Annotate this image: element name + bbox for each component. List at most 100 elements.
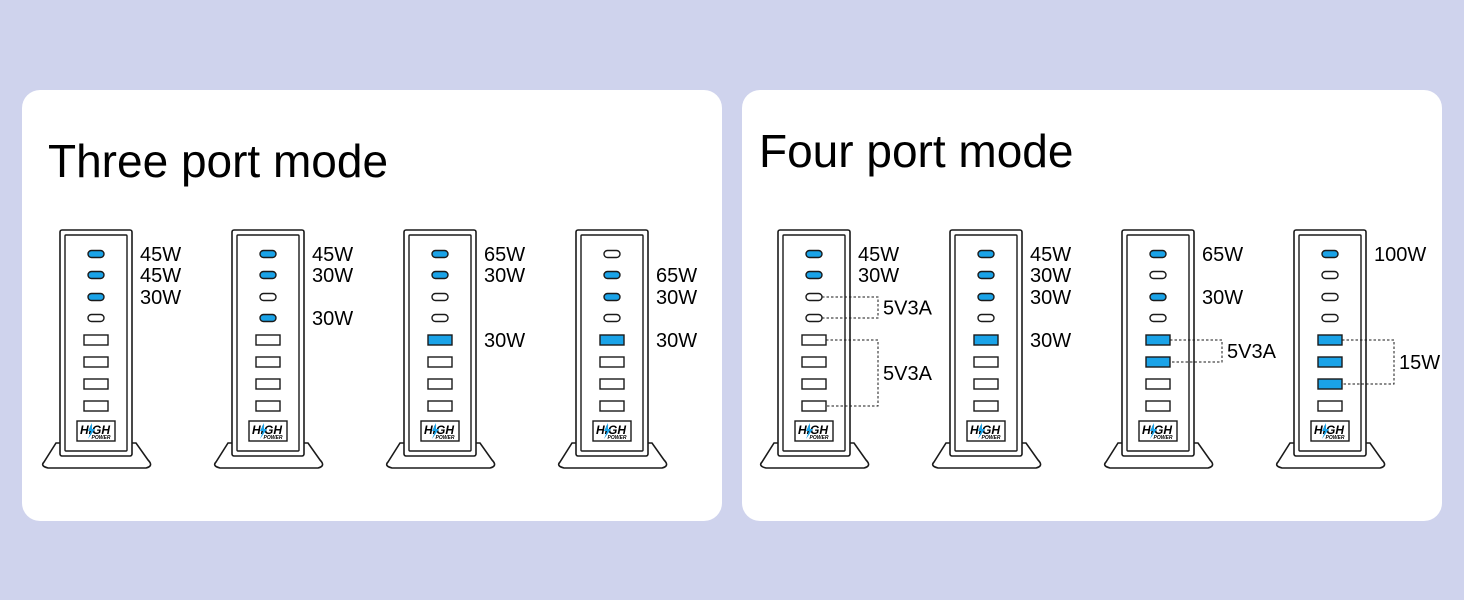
power-label: 45W (1030, 244, 1071, 266)
usb-c-port-active (259, 313, 277, 323)
usb-a-port (427, 400, 453, 412)
logo-text: HIGH (596, 423, 626, 437)
logo-frame (592, 420, 632, 442)
usb-a-port (801, 378, 827, 390)
usb-c-port-active (977, 270, 995, 280)
usb-c-port (977, 313, 995, 323)
usb-c-port-active (431, 249, 449, 259)
usb-a-port (83, 356, 109, 368)
charger-face (580, 234, 644, 452)
charger-face (954, 234, 1018, 452)
usb-a-port (1145, 378, 1171, 390)
logo-subtext: POWER (982, 435, 1001, 441)
usb-a-port (83, 378, 109, 390)
usb-c-port (431, 313, 449, 323)
usb-c-port (805, 292, 823, 302)
logo-text: HIGH (1142, 423, 1172, 437)
power-label: 45W (858, 244, 899, 266)
power-label: 65W (484, 244, 525, 266)
power-label: 30W (1202, 287, 1243, 309)
usb-a-port (973, 356, 999, 368)
usb-a-port (599, 356, 625, 368)
usb-a-port (801, 356, 827, 368)
usb-a-port (1317, 400, 1343, 412)
usb-a-port (973, 378, 999, 390)
logo-text: HIGH (80, 423, 110, 437)
lightning-bolt-icon (432, 423, 439, 439)
power-label: 30W (1030, 265, 1071, 287)
logo-subtext: POWER (608, 435, 627, 441)
usb-a-port-active (427, 334, 453, 346)
usb-c-port-active (1149, 249, 1167, 259)
usb-a-port (255, 356, 281, 368)
shared-bracket (822, 296, 879, 319)
usb-c-port (805, 313, 823, 323)
usb-c-port-active (259, 249, 277, 259)
usb-c-port-active (87, 270, 105, 280)
usb-a-port (599, 400, 625, 412)
charger-face (64, 234, 128, 452)
usb-c-port-active (431, 270, 449, 280)
panel-title: Four port mode (759, 125, 1074, 177)
usb-a-port-active (1317, 356, 1343, 368)
power-label: 30W (656, 287, 697, 309)
logo-frame (1310, 420, 1350, 442)
logo-frame (76, 420, 116, 442)
usb-c-port-active (1321, 249, 1339, 259)
shared-power-label: 5V3A (883, 298, 933, 320)
power-label: 65W (656, 265, 697, 287)
lightning-bolt-icon (978, 423, 985, 439)
usb-c-port (1321, 292, 1339, 302)
usb-c-port-active (977, 292, 995, 302)
logo-frame (248, 420, 288, 442)
logo-subtext: POWER (92, 435, 111, 441)
usb-a-port-active (973, 334, 999, 346)
usb-c-port (1149, 270, 1167, 280)
power-label: 45W (140, 265, 181, 287)
usb-a-port (255, 334, 281, 346)
lightning-bolt-icon (1322, 423, 1329, 439)
usb-c-port (87, 313, 105, 323)
power-label: 30W (1030, 330, 1071, 352)
usb-c-port (431, 292, 449, 302)
power-label: 30W (140, 287, 181, 309)
usb-c-port (1321, 313, 1339, 323)
logo-frame (794, 420, 834, 442)
charger-face (782, 234, 846, 452)
logo-subtext: POWER (264, 435, 283, 441)
shared-bracket (1170, 339, 1223, 363)
lightning-bolt-icon (806, 423, 813, 439)
power-label: 30W (484, 265, 525, 287)
power-label: 30W (484, 330, 525, 352)
usb-c-port (603, 313, 621, 323)
power-label: 30W (312, 265, 353, 287)
usb-c-port-active (87, 292, 105, 302)
logo-subtext: POWER (1326, 435, 1345, 441)
usb-a-port-active (1317, 334, 1343, 346)
usb-c-port-active (603, 292, 621, 302)
usb-c-port (259, 292, 277, 302)
charger-face (1126, 234, 1190, 452)
logo-text: HIGH (424, 423, 454, 437)
power-label: 45W (312, 244, 353, 266)
usb-c-port-active (977, 249, 995, 259)
power-label: 65W (1202, 244, 1243, 266)
logo-frame (420, 420, 460, 442)
logo-text: HIGH (798, 423, 828, 437)
usb-c-port-active (1149, 292, 1167, 302)
usb-a-port (427, 356, 453, 368)
lightning-bolt-icon (1150, 423, 1157, 439)
usb-c-port-active (805, 270, 823, 280)
